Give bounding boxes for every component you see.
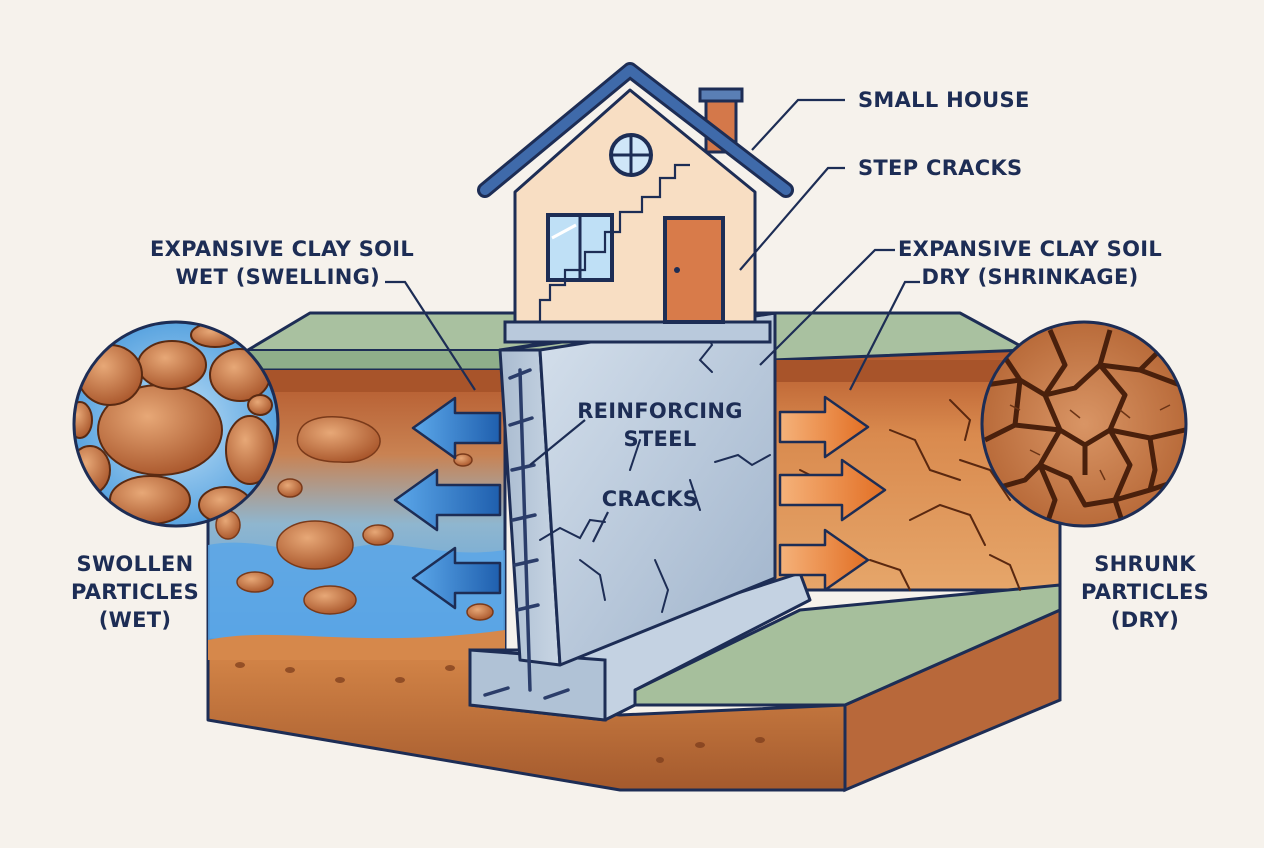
leader-small-house bbox=[751, 98, 845, 151]
leader-step-cracks bbox=[739, 166, 845, 271]
label-small-house: SMALL HOUSE bbox=[858, 88, 1030, 112]
leader-dry-soil bbox=[759, 248, 895, 366]
label-step-cracks: STEP CRACKS bbox=[858, 156, 1023, 180]
house bbox=[477, 62, 794, 344]
label-shrunk-particles: SHRUNK PARTICLES (DRY) bbox=[1080, 552, 1210, 632]
leader-dry-soil-2 bbox=[849, 280, 920, 391]
arrow-left-icon bbox=[411, 396, 502, 460]
shrunk-particles-inset bbox=[980, 320, 1188, 528]
leader-wet-soil bbox=[385, 280, 476, 391]
label-reinforcing-steel: REINFORCING STEEL bbox=[577, 399, 743, 451]
dry-shrink-arrows bbox=[778, 395, 887, 592]
leader-lines bbox=[385, 98, 920, 543]
arrow-right-icon bbox=[778, 395, 870, 459]
step-crack bbox=[538, 163, 690, 322]
leader-reinforcing bbox=[529, 419, 586, 466]
swollen-particles-inset bbox=[72, 320, 280, 528]
label-cracks: CRACKS bbox=[601, 487, 699, 511]
wet-pressure-arrows bbox=[393, 396, 502, 610]
arrow-left-icon bbox=[411, 546, 502, 610]
label-dry-soil: EXPANSIVE CLAY SOIL DRY (SHRINKAGE) bbox=[897, 237, 1163, 289]
leader-cracks bbox=[592, 511, 609, 543]
arrow-left-icon bbox=[393, 468, 502, 532]
arrow-right-icon bbox=[778, 528, 870, 592]
reinforcing-steel-bars bbox=[483, 368, 570, 700]
label-wet-soil: EXPANSIVE CLAY SOIL WET (SWELLING) bbox=[150, 237, 415, 289]
arrow-right-icon bbox=[778, 458, 887, 522]
door bbox=[663, 216, 725, 324]
label-swollen-particles: SWOLLEN PARTICLES (WET) bbox=[70, 552, 200, 632]
